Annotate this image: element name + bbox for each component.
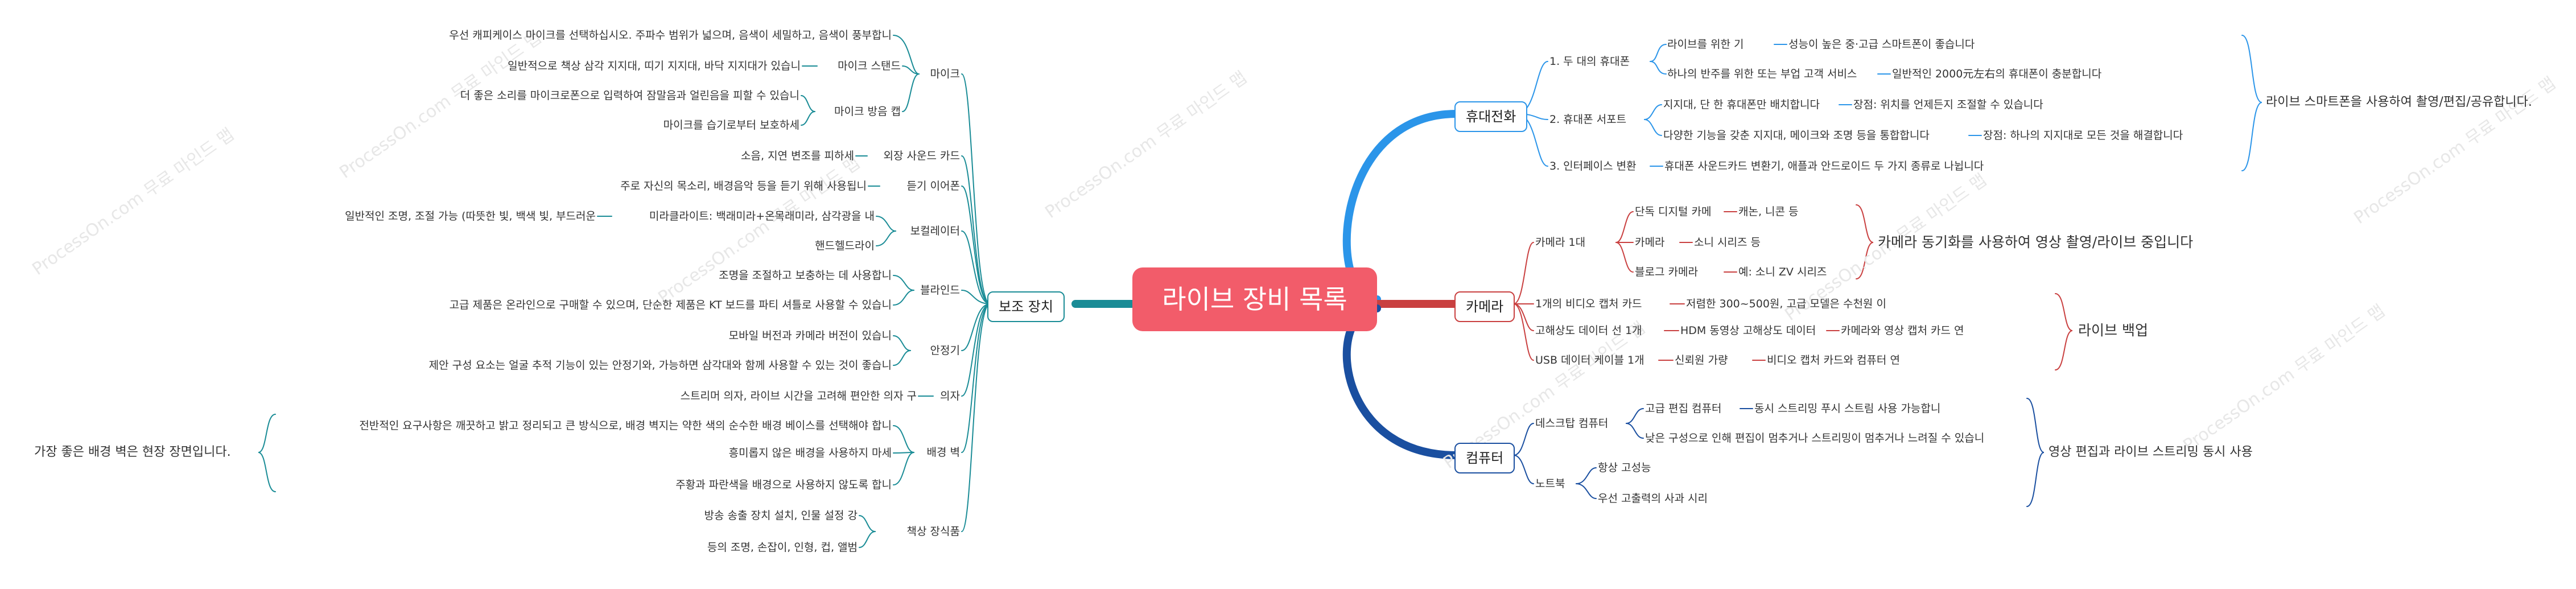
aux-item[interactable]: 더 좋은 소리를 마이크로폰으로 입력하여 잠말음과 얼린음을 피할 수 있습니 bbox=[460, 89, 799, 102]
camera-item[interactable]: 신뢰원 가량 bbox=[1675, 354, 1728, 366]
branch-node-phone[interactable]: 휴대전화 bbox=[1454, 101, 1528, 132]
aux-item[interactable]: 보컬레이터 bbox=[910, 225, 960, 237]
aux-item[interactable]: 마이크 방음 캡 bbox=[834, 105, 901, 118]
branch-node-computer[interactable]: 컴퓨터 bbox=[1454, 443, 1515, 473]
central-topic[interactable]: 라이브 장비 목록 bbox=[1132, 267, 1377, 331]
computer-summary[interactable]: 영상 편집과 라이브 스트리밍 동시 사용 bbox=[2049, 445, 2253, 459]
camera-item[interactable]: 카메라와 영상 캡처 카드 연 bbox=[1841, 324, 1964, 337]
aux-item[interactable]: 일반적인 조명, 조절 가능 (따뜻한 빛, 백색 빛, 부드러운 bbox=[345, 210, 596, 223]
camera-item[interactable]: 캐논, 니콘 등 bbox=[1738, 205, 1799, 218]
aux-item[interactable]: 마이크를 습기로부터 보호하세 bbox=[663, 119, 799, 131]
phone-item[interactable]: 일반적인 2000元左右의 휴대폰이 충분합니다 bbox=[1892, 68, 2102, 80]
camera-item[interactable]: 저렴한 300~500원, 고급 모델은 수천원 이 bbox=[1686, 298, 1886, 310]
camera-item[interactable]: 블로그 카메라 bbox=[1635, 266, 1698, 278]
camera-summary[interactable]: 라이브 백업 bbox=[2078, 322, 2148, 339]
phone-item[interactable]: 1. 두 대의 휴대폰 bbox=[1549, 55, 1630, 68]
aux-item[interactable]: 모바일 버전과 카메라 버전이 있습니 bbox=[728, 329, 892, 342]
aux-item[interactable]: 일반적으로 책상 삼각 지지대, 띠기 지지대, 바닥 지지대가 있습니 bbox=[508, 60, 801, 72]
phone-item[interactable]: 3. 인터페이스 변환 bbox=[1549, 160, 1637, 172]
phone-item[interactable]: 다양한 기능을 갖춘 지지대, 메이크와 조명 등을 통합합니다 bbox=[1663, 129, 1930, 142]
aux-item[interactable]: 안정기 bbox=[930, 344, 960, 357]
aux-summary[interactable]: 가장 좋은 배경 벽은 현장 장면입니다. bbox=[34, 445, 231, 459]
phone-item[interactable]: 장점: 위치를 언제든지 조절할 수 있습니다 bbox=[1853, 98, 2043, 111]
phone-item[interactable]: 장점: 하나의 지지대로 모든 것을 해결합니다 bbox=[1983, 129, 2183, 142]
phone-item[interactable]: 2. 휴대폰 서포트 bbox=[1549, 113, 1627, 126]
camera-item[interactable]: 비디오 캡처 카드와 컴퓨터 연 bbox=[1767, 354, 1900, 366]
aux-item[interactable]: 핸드헬드라이 bbox=[815, 240, 875, 252]
aux-item[interactable]: 마이크 bbox=[930, 68, 960, 80]
branch-node-aux[interactable]: 보조 장치 bbox=[987, 291, 1065, 322]
phone-item[interactable]: 지지대, 단 한 휴대폰만 배치합니다 bbox=[1663, 98, 1820, 111]
aux-item[interactable]: 제안 구성 요소는 얼굴 추적 기능이 있는 안정기와, 가능하면 삼각대와 함… bbox=[428, 359, 892, 372]
phone-item[interactable]: 휴대폰 사운드카드 변환기, 애플과 안드로이드 두 가지 종류로 나뉩니다 bbox=[1664, 160, 1984, 172]
camera-summary[interactable]: 카메라 동기화를 사용하여 영상 촬영/라이브 중입니다 bbox=[1878, 234, 2194, 250]
aux-item[interactable]: 마이크 스탠드 bbox=[838, 60, 901, 72]
phone-summary[interactable]: 라이브 스마트폰을 사용하여 촬영/편집/공유합니다. bbox=[2266, 95, 2532, 109]
computer-item[interactable]: 낮은 구성으로 인해 편집이 멈추거나 스트리밍이 멈추거나 느려질 수 있습니 bbox=[1645, 432, 1985, 444]
camera-item[interactable]: 1개의 비디오 캡처 카드 bbox=[1535, 298, 1642, 310]
aux-item[interactable]: 방송 송출 장치 설치, 인물 설정 강 bbox=[704, 509, 858, 522]
computer-item[interactable]: 우선 고출력의 사과 시리 bbox=[1598, 492, 1708, 505]
camera-item[interactable]: 카메라 1대 bbox=[1535, 236, 1586, 249]
aux-item[interactable]: 미라클라이트: 백래미라+온목래미라, 삼각광을 내 bbox=[649, 210, 875, 223]
aux-item[interactable]: 주로 자신의 목소리, 배경음악 등을 듣기 위해 사용됩니 bbox=[620, 180, 867, 192]
aux-item[interactable]: 우선 캐피케이스 마이크를 선택하십시오. 주파수 범위가 넓으며, 음색이 세… bbox=[449, 29, 892, 42]
aux-item[interactable]: 조명을 조절하고 보충하는 데 사용합니 bbox=[719, 269, 892, 282]
camera-item[interactable]: 단독 디지털 카메 bbox=[1635, 205, 1712, 218]
computer-item[interactable]: 동시 스트리밍 푸시 스트림 사용 가능합니 bbox=[1754, 402, 1941, 415]
aux-item[interactable]: 블라인드 bbox=[920, 284, 960, 296]
camera-item[interactable]: 고해상도 데이터 선 1개 bbox=[1535, 324, 1642, 337]
aux-item[interactable]: 의자 bbox=[940, 390, 960, 402]
aux-item[interactable]: 전반적인 요구사항은 깨끗하고 밝고 정리되고 큰 방식으로, 배경 벽지는 약… bbox=[359, 419, 892, 432]
aux-item[interactable]: 소음, 지연 변조를 피하세 bbox=[741, 150, 854, 162]
computer-item[interactable]: 데스크탑 컴퓨터 bbox=[1535, 417, 1609, 430]
phone-item[interactable]: 성능이 높은 중·고급 스마트폰이 좋습니다 bbox=[1788, 38, 1975, 51]
branch-node-camera[interactable]: 카메라 bbox=[1454, 291, 1515, 322]
aux-item[interactable]: 외장 사운드 카드 bbox=[883, 150, 960, 162]
phone-item[interactable]: 하나의 반주를 위한 또는 부업 고객 서비스 bbox=[1667, 68, 1857, 80]
phone-item[interactable]: 라이브를 위한 기 bbox=[1667, 38, 1744, 51]
camera-item[interactable]: 예: 소니 ZV 시리즈 bbox=[1738, 266, 1827, 278]
aux-item[interactable]: 등의 조명, 손잡이, 인형, 컵, 앨범 bbox=[707, 541, 858, 554]
camera-item[interactable]: HDM 동영상 고해상도 데이터 bbox=[1680, 324, 1816, 337]
aux-item[interactable]: 스트리머 의자, 라이브 시간을 고려해 편안한 의자 구 bbox=[680, 390, 917, 402]
aux-item[interactable]: 듣기 이어폰 bbox=[906, 180, 960, 192]
aux-item[interactable]: 책상 장식품 bbox=[906, 525, 960, 538]
aux-item[interactable]: 고급 제품은 온라인으로 구매할 수 있으며, 단순한 제품은 KT 보드를 파… bbox=[449, 299, 892, 311]
camera-item[interactable]: USB 데이터 케이블 1개 bbox=[1535, 354, 1644, 366]
aux-item[interactable]: 배경 벽 bbox=[926, 446, 960, 459]
camera-item[interactable]: 소니 시리즈 등 bbox=[1694, 236, 1761, 249]
computer-item[interactable]: 고급 편집 컴퓨터 bbox=[1645, 402, 1722, 415]
computer-item[interactable]: 항상 고성능 bbox=[1598, 462, 1651, 474]
camera-item[interactable]: 카메라 bbox=[1635, 236, 1665, 249]
aux-item[interactable]: 주황과 파란색을 배경으로 사용하지 않도록 합니 bbox=[675, 479, 892, 491]
computer-item[interactable]: 노트북 bbox=[1535, 477, 1565, 490]
aux-item[interactable]: 흥미롭지 않은 배경을 사용하지 마세 bbox=[728, 447, 892, 459]
